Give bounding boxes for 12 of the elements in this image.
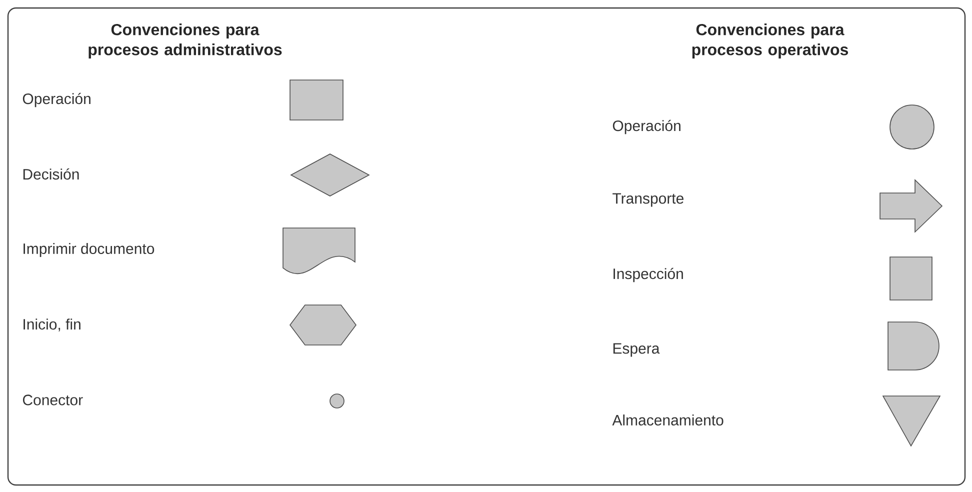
legend-text: Decisión bbox=[23, 168, 79, 180]
column-heading: Convenciones para procesos operativos bbox=[692, 24, 848, 58]
legend-text: Conector bbox=[22, 394, 83, 406]
legend-text: Operación bbox=[612, 120, 680, 134]
legend-text: Almacenamiento bbox=[612, 414, 724, 426]
legend-text: Inspección bbox=[614, 268, 683, 282]
legend-text: Operación bbox=[22, 92, 90, 108]
legend-text: Espera bbox=[613, 343, 660, 357]
column-heading: Convenciones para procesos administrativos bbox=[88, 24, 282, 58]
legend-text: Imprimir documento bbox=[24, 243, 154, 257]
legend-text: Transporte bbox=[612, 193, 684, 207]
legend-text: Inicio, fin bbox=[24, 318, 80, 332]
